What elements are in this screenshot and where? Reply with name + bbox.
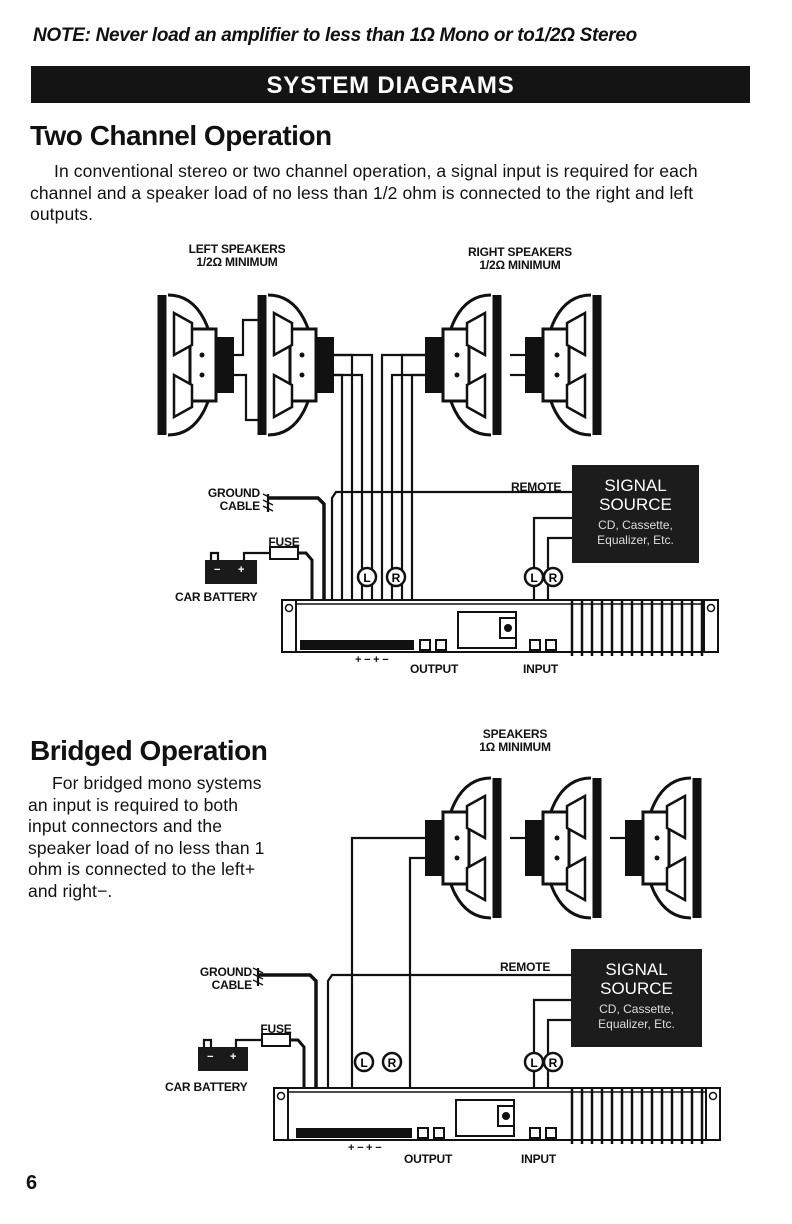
battery-plus-terminal: + <box>238 564 245 576</box>
bridged-battery-minus-terminal: − <box>207 1051 214 1063</box>
source-examples-1: CD, Cassette, <box>598 518 673 532</box>
banner-title: SYSTEM DIAGRAMS <box>266 72 515 99</box>
output-l-marker: L <box>363 571 370 585</box>
signal-source-box: SIGNAL SOURCE CD, Cassette, Equalizer, E… <box>572 465 699 563</box>
bridged-output-label: OUTPUT <box>404 1152 453 1166</box>
output-r-marker: R <box>392 571 401 585</box>
two-channel-body: In conventional stereo or two channel op… <box>30 161 698 224</box>
bridged-body-line-5: ohm is connected to the left+ <box>28 859 256 879</box>
remote-label: REMOTE <box>511 480 562 494</box>
left-speakers-label: LEFT SPEAKERS 1/2Ω MINIMUM <box>170 243 304 269</box>
signal-label: SIGNAL <box>604 476 667 495</box>
bridged-remote-wire <box>326 973 572 1132</box>
input-l-marker: L <box>530 571 537 585</box>
car-battery: − + <box>205 560 257 584</box>
input-label: INPUT <box>523 662 559 676</box>
bridged-body-line-3: input connectors and the <box>28 816 223 836</box>
car-battery-label: CAR BATTERY <box>175 590 258 604</box>
bridged-speakers-title: SPEAKERS <box>482 727 548 741</box>
bridged-output-l-marker: L <box>360 1056 367 1070</box>
bridged-speaker-1 <box>425 778 497 918</box>
bridged-input-lr-markers <box>523 1051 564 1073</box>
ground-label-line-2: CABLE <box>219 499 261 513</box>
page-number: 6 <box>26 1172 38 1194</box>
bridged-ground-label-line-2: CABLE <box>211 978 253 992</box>
bridged-car-battery-label: CAR BATTERY <box>165 1080 248 1094</box>
input-r-marker: R <box>549 571 558 585</box>
right-speakers-minimum: 1/2Ω MINIMUM <box>479 258 561 272</box>
bridged-heading: Bridged Operation <box>30 735 268 766</box>
bridged-speaker-3 <box>625 778 697 918</box>
bridged-speaker-2 <box>525 778 597 918</box>
bridged-input-r-marker: R <box>549 1056 558 1070</box>
source-examples-2: Equalizer, Etc. <box>597 533 674 547</box>
left-speaker-wires <box>234 318 374 645</box>
section-banner: SYSTEM DIAGRAMS <box>31 66 750 103</box>
bridged-body-line-4: speaker load of no less than 1 <box>28 837 265 858</box>
bridged-amplifier <box>273 1087 721 1144</box>
right-speakers-title: RIGHT SPEAKERS <box>468 245 572 259</box>
bridged-signal-label: SIGNAL <box>605 960 668 979</box>
output-terminal-signs: + − + − <box>355 654 389 666</box>
output-lr-markers <box>356 566 407 588</box>
bridged-ground-label-line-1: GROUND <box>199 965 252 979</box>
bridged-speaker-wires <box>350 836 625 1132</box>
bridged-body: For bridged mono systems an input is req… <box>28 773 298 902</box>
bridged-speakers-minimum: 1Ω MINIMUM <box>479 740 551 754</box>
bridged-input-l-marker: L <box>530 1056 537 1070</box>
bridged-output-r-marker: R <box>388 1056 397 1070</box>
battery-minus-terminal: − <box>214 564 221 576</box>
two-channel-heading: Two Channel Operation <box>30 120 332 151</box>
left-speakers-minimum: 1/2Ω MINIMUM <box>196 255 278 269</box>
bridged-body-line-1: For bridged mono systems <box>52 773 262 793</box>
bridged-car-battery: − + <box>198 1047 248 1071</box>
bridged-input-label: INPUT <box>521 1152 557 1166</box>
right-speakers-label: RIGHT SPEAKERS 1/2Ω MINIMUM <box>450 246 590 272</box>
amplifier-load-note: NOTE: Never load an amplifier to less th… <box>33 25 637 46</box>
source-label: SOURCE <box>599 495 672 514</box>
output-label: OUTPUT <box>410 662 459 676</box>
bridged-remote-label: REMOTE <box>500 960 551 974</box>
left-speakers-title: LEFT SPEAKERS <box>188 242 286 256</box>
amplifier <box>281 599 719 656</box>
bridged-battery-plus-terminal: + <box>230 1051 237 1063</box>
bridged-fuse-label: FUSE <box>260 1022 292 1036</box>
bridged-source-examples-1: CD, Cassette, <box>599 1002 674 1016</box>
ground-cable-label: GROUND CABLE <box>180 487 260 513</box>
fuse-label: FUSE <box>268 535 300 549</box>
bridged-output-lr-markers <box>353 1051 403 1073</box>
bridged-signal-source-box: SIGNAL SOURCE CD, Cassette, Equalizer, E… <box>571 949 702 1047</box>
bridged-ground-cable <box>252 967 318 1132</box>
remote-wire <box>330 490 572 645</box>
bridged-output-terminal-signs: + − + − <box>348 1142 382 1154</box>
bridged-battery-power-wire <box>202 1033 306 1132</box>
bridged-source-label: SOURCE <box>600 979 673 998</box>
bridged-body-line-6: and right−. <box>28 880 113 901</box>
bridged-body-line-2: an input is required to both <box>28 794 239 815</box>
input-lr-markers <box>523 566 564 588</box>
ground-cable <box>262 493 326 645</box>
ground-label-line-1: GROUND <box>207 486 260 500</box>
bridged-ground-cable-label: GROUND CABLE <box>170 966 252 992</box>
bridged-source-examples-2: Equalizer, Etc. <box>598 1017 675 1031</box>
bridged-speakers-label: SPEAKERS 1Ω MINIMUM <box>460 728 570 754</box>
right-speaker-wires <box>380 353 525 645</box>
